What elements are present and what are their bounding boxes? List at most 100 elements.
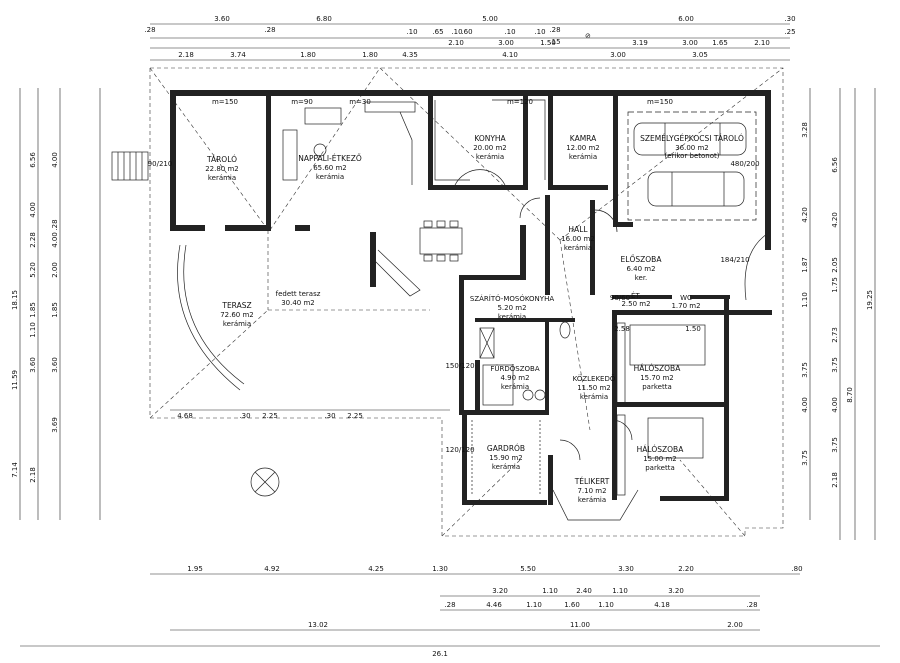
dimension-label: 6.56 [29,152,37,168]
annotation-label: 1.50 [685,325,701,333]
dimension-label: 3.30 [618,565,634,573]
room-floor: kerámia [208,174,236,182]
annotation-label: 90/60 [610,294,630,302]
annotation-label: 150/120 [445,362,474,370]
room-floor: kerámia [492,463,520,471]
dimension-label: 1.10 [542,587,558,595]
room-name: SZÁRÍTÓ-MOSÓKONYHA [470,294,554,303]
dimension-label: 2.00 [51,262,59,278]
dimension-label: 2.18 [831,472,839,488]
room-area: 72.60 m2 [220,311,254,319]
dimension-label: 1.10 [29,322,37,338]
dimension-label: 2.18 [178,51,194,59]
room-kozlekedo: KÖZLEKEDŐ 11.50 m2 kerámia [573,374,616,401]
room-terasz: TERASZ 72.60 m2 kerámia [220,301,254,328]
annotation-label: 2.58 [614,325,630,333]
room-name: TÁROLÓ [206,155,237,164]
dimension-label: 2.05 [831,257,839,273]
dimension-label: 1.80 [362,51,378,59]
walls [170,90,772,505]
dimension-label: 3.75 [831,357,839,373]
room-floor: kerámia [578,496,606,504]
dimension-label: 3.00 [682,39,698,47]
dimension-label: .65 [432,28,443,36]
room-name: TERASZ [221,301,251,310]
room-telikert: TÉLIKERT 7.10 m2 kerámia [574,477,610,504]
dimension-label: 1.10 [598,601,614,609]
room-kamra: KAMRA 12.00 m2 kerámia [566,134,600,161]
dimension-label: 1.80 [300,51,316,59]
room-area: 15.90 m2 [489,454,523,462]
dimension-label: 2.28 [29,232,37,248]
room-area: 16.00 m2 [561,235,595,243]
dimension-label: .10 [504,28,515,36]
room-labels: TÁROLÓ 22.80 m2 kerámia NAPPALI-ÉTKEZŐ 6… [205,134,744,504]
dimension-label: 5.20 [29,262,37,278]
dimension-label: 19.25 [866,290,874,310]
dimension-label: 3.19 [632,39,648,47]
room-haloszoba-2: HÁLÓSZOBA 15.00 m2 parketta [637,445,685,472]
dimension-label: .10 [451,28,462,36]
dimension-label: 6.80 [316,15,332,23]
room-floor: ker. [635,274,648,282]
room-floor: kerámia [569,153,597,161]
dimension-label: 4.00 [51,152,59,168]
room-floor: kerámia [316,173,344,181]
annotation-label: 90/210 [148,160,173,168]
room-tarolo: TÁROLÓ 22.80 m2 kerámia [205,155,239,182]
dimension-label: .30 [784,15,795,23]
room-garage: SZEMÉLYGÉPKOCSI TÁROLÓ 36.00 m2 (erikor … [640,134,744,160]
dimension-label: 4.20 [801,207,809,223]
room-name: GARDRÓB [487,444,525,453]
dimension-label: .28 [746,601,757,609]
dimension-label: 3.28 [801,122,809,138]
dimension-label: 4.00 [51,232,59,248]
room-haloszoba-1: HÁLÓSZOBA 15.70 m2 parketta [634,364,682,391]
dimension-label: 3.05 [692,51,708,59]
dimension-label: 11.00 [570,621,590,629]
room-hall: HALL 16.00 m2 kerámia [561,225,595,252]
room-konyha: KONYHA 20.00 m2 kerámia [473,134,507,161]
dimension-label: .25 [784,28,795,36]
dimension-label: 3.74 [230,51,246,59]
dimension-label: 1.65 [712,39,728,47]
room-fedett: fedett terasz 30.40 m2 [276,290,321,307]
room-name: KAMRA [570,134,597,143]
dimension-label: 2.10 [754,39,770,47]
dimension-label: 3.00 [610,51,626,59]
dimension-label: 3.00 [498,39,514,47]
room-floor: kerámia [498,313,526,321]
room-et: ÉT. 2.50 m2 [621,291,650,308]
room-mosokonyha: SZÁRÍTÓ-MOSÓKONYHA 5.20 m2 kerámia [470,294,554,321]
dimension-lines [19,23,880,647]
room-floor: kerámia [223,320,251,328]
room-name: WC [680,294,692,302]
annotation-label: m=120 [507,98,533,106]
dimension-label: 1.85 [29,302,37,318]
svg-text:⊘: ⊘ [585,32,591,40]
dimension-label: 4.00 [801,397,809,413]
annotation-label: .30 [239,412,250,420]
room-area: 5.20 m2 [497,304,526,312]
dimension-label: 4.35 [402,51,418,59]
dimension-label: 2.20 [678,565,694,573]
dimension-label: 1.87 [801,257,809,273]
dimension-label: 2.10 [448,39,464,47]
dimension-label: 3.60 [29,357,37,373]
dimension-label: 1.85 [51,302,59,318]
annotation-label: m=30 [349,98,371,106]
room-name: HÁLÓSZOBA [634,364,682,373]
room-floor: parketta [642,383,672,391]
dimension-label: 4.18 [654,601,670,609]
dimension-label: 5.00 [482,15,498,23]
room-area: 6.40 m2 [626,265,655,273]
annotation-label: 480/200 [730,160,759,168]
room-name: ELŐSZOBA [621,255,663,264]
room-name: KONYHA [474,134,506,143]
room-floor: kerámia [564,244,592,252]
dimension-label: 1.50 [540,39,556,47]
annotation-label: 2.25 [347,412,363,420]
annotation-label: 184/210 [720,256,749,264]
dimension-label: 1.75 [831,277,839,293]
annotation-label: m=150 [647,98,673,106]
